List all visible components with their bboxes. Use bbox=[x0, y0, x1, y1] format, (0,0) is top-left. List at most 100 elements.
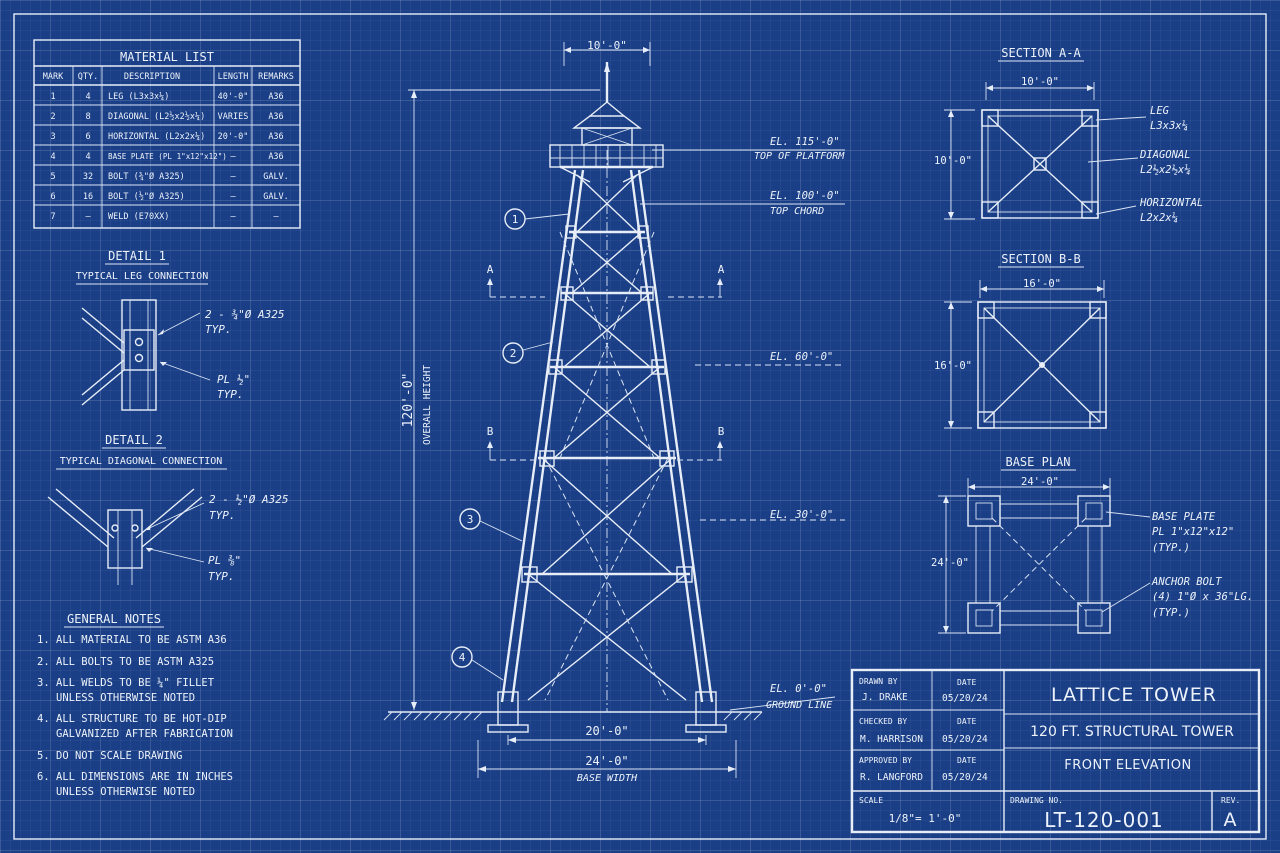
section-b-depth: 16'-0" bbox=[934, 360, 972, 372]
general-notes: GENERAL NOTES 1.ALL MATERIAL TO BE ASTM … bbox=[37, 612, 233, 798]
svg-text:HORIZONTAL (L2x2x¼): HORIZONTAL (L2x2x¼) bbox=[108, 132, 205, 142]
section-cut-a-left: A bbox=[487, 263, 494, 276]
svg-text:6.: 6. bbox=[37, 771, 50, 783]
scale-label: SCALE bbox=[859, 796, 883, 805]
anchor-bolt-typ: (TYP.) bbox=[1152, 607, 1190, 619]
mat-header-description: DESCRIPTION bbox=[124, 72, 180, 82]
list-item: 2. ALL BOLTS TO BE ASTM A325 bbox=[37, 656, 214, 668]
date-1: 05/20/24 bbox=[942, 693, 988, 704]
svg-text:8: 8 bbox=[85, 112, 90, 122]
drawing-title: LATTICE TOWER bbox=[1051, 684, 1217, 706]
svg-text:3: 3 bbox=[50, 132, 55, 142]
approved-by-label: APPROVED BY bbox=[859, 756, 912, 765]
checked-by-label: CHECKED BY bbox=[859, 717, 907, 726]
sheet-border bbox=[13, 13, 1267, 840]
revision-value: A bbox=[1224, 809, 1237, 831]
overall-height-label: OVERALL HEIGHT bbox=[422, 365, 433, 445]
section-a-a: SECTION A-A 10'-0" 10'-0" LEG L3x3x¼ DIA… bbox=[934, 46, 1203, 224]
base-plate-label: BASE PLATE bbox=[1152, 511, 1216, 523]
svg-text:A36: A36 bbox=[268, 92, 283, 102]
ground-line-label: GROUND LINE bbox=[766, 700, 832, 711]
svg-text:BASE PLATE (PL 1"x12"x12"): BASE PLATE (PL 1"x12"x12") bbox=[108, 152, 227, 161]
anchor-bolt-size: (4) 1"Ø x 36"LG. bbox=[1152, 591, 1253, 603]
section-cut-a-right: A bbox=[718, 263, 725, 276]
drawing-number-label: DRAWING NO. bbox=[1010, 796, 1063, 805]
svg-text:UNLESS OTHERWISE NOTED: UNLESS OTHERWISE NOTED bbox=[56, 786, 195, 798]
mat-header-length: LENGTH bbox=[218, 72, 249, 82]
base-width-label: BASE WIDTH bbox=[577, 773, 638, 784]
elevation-30-label: EL. 30'-0" bbox=[770, 509, 833, 521]
section-a-diagonal-size: L2½x2½x¼ bbox=[1140, 164, 1191, 176]
list-item: 6. ALL DIMENSIONS ARE IN INCHES UNLESS OTH… bbox=[37, 771, 233, 798]
detail-2-subtitle: TYPICAL DIAGONAL CONNECTION bbox=[60, 456, 223, 467]
material-list-title: MATERIAL LIST bbox=[120, 50, 214, 64]
title-block: DRAWN BY J. DRAKE DATE 05/20/24 CHECKED … bbox=[850, 668, 1261, 834]
svg-text:—: — bbox=[85, 212, 91, 222]
svg-text:ALL BOLTS TO BE ASTM A325: ALL BOLTS TO BE ASTM A325 bbox=[56, 656, 214, 668]
section-b-b: SECTION B-B 16'-0" 16'-0" bbox=[934, 252, 1107, 429]
drawn-by-label: DRAWN BY bbox=[859, 677, 898, 686]
date-label-1: DATE bbox=[957, 678, 976, 687]
svg-text:3.: 3. bbox=[37, 677, 50, 689]
detail-2-title: DETAIL 2 bbox=[105, 433, 163, 447]
section-a-diagonal-label: DIAGONAL bbox=[1139, 149, 1191, 161]
list-item: 4.ALL STRUCTURE TO BE HOT-DIPGALVANIZED … bbox=[37, 713, 233, 740]
elevation-115-sub: TOP OF PLATFORM bbox=[754, 151, 845, 162]
table-row: 1 4 LEG (L3x3x¼) 40'-0" A36 bbox=[50, 92, 283, 102]
drawing-view: FRONT ELEVATION bbox=[1064, 758, 1191, 773]
svg-text:7: 7 bbox=[50, 212, 55, 222]
svg-text:2.: 2. bbox=[37, 656, 50, 668]
svg-text:4.: 4. bbox=[37, 713, 50, 725]
table-row: 4 4 BASE PLATE (PL 1"x12"x12") — A36 bbox=[50, 152, 283, 162]
overall-height-dimension: 120'-0" bbox=[401, 373, 416, 428]
drawing-number: LT-120-001 bbox=[1044, 808, 1164, 832]
elevation-100-sub: TOP CHORD bbox=[770, 206, 824, 217]
top-width-dimension: 10'-0" bbox=[587, 39, 627, 52]
list-item: 5.DO NOT SCALE DRAWING bbox=[37, 750, 182, 762]
svg-text:2: 2 bbox=[50, 112, 55, 122]
section-a-horizontal-size: L2x2x¼ bbox=[1140, 212, 1178, 224]
detail-1-title: DETAIL 1 bbox=[108, 249, 166, 263]
mat-header-remarks: REMARKS bbox=[258, 72, 294, 82]
svg-text:DIAGONAL (L2½x2½x¼): DIAGONAL (L2½x2½x¼) bbox=[108, 111, 205, 122]
detail-1-plate-note: PL ½" bbox=[217, 373, 250, 386]
svg-text:5: 5 bbox=[50, 172, 55, 182]
svg-text:ALL DIMENSIONS ARE IN INCHES: ALL DIMENSIONS ARE IN INCHES bbox=[56, 771, 233, 783]
svg-text:4: 4 bbox=[85, 152, 90, 162]
svg-text:1: 1 bbox=[50, 92, 55, 102]
drawing-subtitle: 120 FT. STRUCTURAL TOWER bbox=[1030, 724, 1234, 740]
base-plan-title: BASE PLAN bbox=[1005, 455, 1070, 469]
svg-text:GALV.: GALV. bbox=[263, 192, 289, 202]
svg-text:32: 32 bbox=[83, 172, 93, 182]
anchor-bolt-label: ANCHOR BOLT bbox=[1151, 576, 1222, 588]
section-a-leg-size: L3x3x¼ bbox=[1150, 120, 1188, 132]
approved-by-name: R. LANGFORD bbox=[860, 772, 923, 783]
svg-text:20'-0": 20'-0" bbox=[218, 132, 249, 142]
detail-1-bolt-note: 2 - ¾"Ø A325 bbox=[205, 308, 284, 321]
section-cut-b-right: B bbox=[718, 425, 725, 438]
detail-1-subtitle: TYPICAL LEG CONNECTION bbox=[76, 271, 208, 282]
callout-3: 3 bbox=[467, 513, 474, 526]
svg-text:—: — bbox=[230, 152, 236, 162]
revision-label: REV. bbox=[1221, 796, 1240, 805]
mat-header-qty: QTY. bbox=[78, 72, 98, 82]
base-plate-size: PL 1"x12"x12" bbox=[1152, 526, 1234, 538]
svg-text:DO NOT SCALE DRAWING: DO NOT SCALE DRAWING bbox=[56, 750, 182, 762]
date-3: 05/20/24 bbox=[942, 772, 988, 783]
date-label-3: DATE bbox=[957, 756, 976, 765]
callout-1: 1 bbox=[512, 213, 519, 226]
detail-2-bolt-typ: TYP. bbox=[209, 509, 236, 522]
table-row: 5 32 BOLT (¾"Ø A325) — GALV. bbox=[50, 171, 288, 182]
elevation-60-label: EL. 60'-0" bbox=[770, 351, 833, 363]
svg-text:BOLT (¾"Ø A325): BOLT (¾"Ø A325) bbox=[108, 171, 185, 182]
svg-text:A36: A36 bbox=[268, 132, 283, 142]
svg-text:UNLESS OTHERWISE NOTED: UNLESS OTHERWISE NOTED bbox=[56, 692, 195, 704]
svg-text:GALV.: GALV. bbox=[263, 172, 289, 182]
base-plan-depth: 24'-0" bbox=[931, 557, 969, 569]
svg-text:A36: A36 bbox=[268, 112, 283, 122]
detail-2: DETAIL 2 TYPICAL DIAGONAL CONNECTION 2 -… bbox=[47, 433, 288, 585]
section-b-title: SECTION B-B bbox=[1001, 252, 1080, 266]
section-cut-b-left: B bbox=[487, 425, 494, 438]
